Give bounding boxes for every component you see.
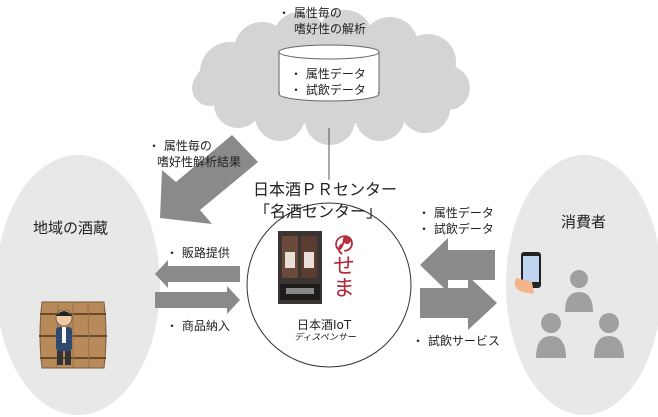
consumer-data-line-2: ・ 試飲データ bbox=[418, 222, 494, 236]
center-title-line-2: 「名酒センター」 bbox=[254, 202, 383, 221]
database-icon bbox=[278, 44, 380, 102]
dispenser-photo bbox=[278, 231, 322, 304]
consumer-label: 消費者 bbox=[561, 213, 607, 231]
nosema-logo bbox=[338, 236, 351, 255]
result-line-1: ・ 属性毎の bbox=[148, 139, 212, 153]
db-line-1: ・ 属性データ bbox=[290, 67, 366, 81]
analysis-result-arrow bbox=[160, 135, 258, 224]
cloud-analysis-line-2: 嗜好性の解析 bbox=[294, 22, 367, 36]
brewery-label: 地域の酒蔵 bbox=[33, 219, 109, 237]
delivery-arrow bbox=[155, 286, 240, 314]
tasting-service-arrow bbox=[420, 276, 497, 330]
logo-text: のせま bbox=[329, 232, 354, 298]
cloud-analysis-line-1: ・ 属性毎の bbox=[278, 6, 342, 20]
person-icon bbox=[594, 313, 624, 358]
device-line-2: ディスペンサー bbox=[294, 333, 356, 343]
tasting-service-label: ・ 試飲サービス bbox=[412, 334, 500, 348]
consumer-data-line-1: ・ 属性データ bbox=[418, 206, 494, 220]
consumer-data-arrow bbox=[420, 238, 495, 292]
center-title-line-1: 日本酒ＰＲセンター bbox=[253, 180, 398, 199]
db-line-2: ・ 試飲データ bbox=[290, 83, 366, 97]
sales-arrow bbox=[155, 260, 240, 288]
barrel-person-icon bbox=[39, 301, 107, 369]
device-line-1: 日本酒IoT bbox=[297, 318, 352, 332]
smartphone-icon bbox=[514, 252, 541, 294]
brewery-ellipse bbox=[0, 155, 160, 415]
cloud-shape bbox=[192, 10, 470, 145]
result-line-2: 嗜好性解析結果 bbox=[157, 155, 242, 169]
person-icon bbox=[565, 270, 593, 312]
delivery-label: ・ 商品納入 bbox=[166, 319, 230, 333]
person-icon bbox=[536, 313, 566, 358]
sales-label: ・ 販路提供 bbox=[166, 246, 230, 260]
